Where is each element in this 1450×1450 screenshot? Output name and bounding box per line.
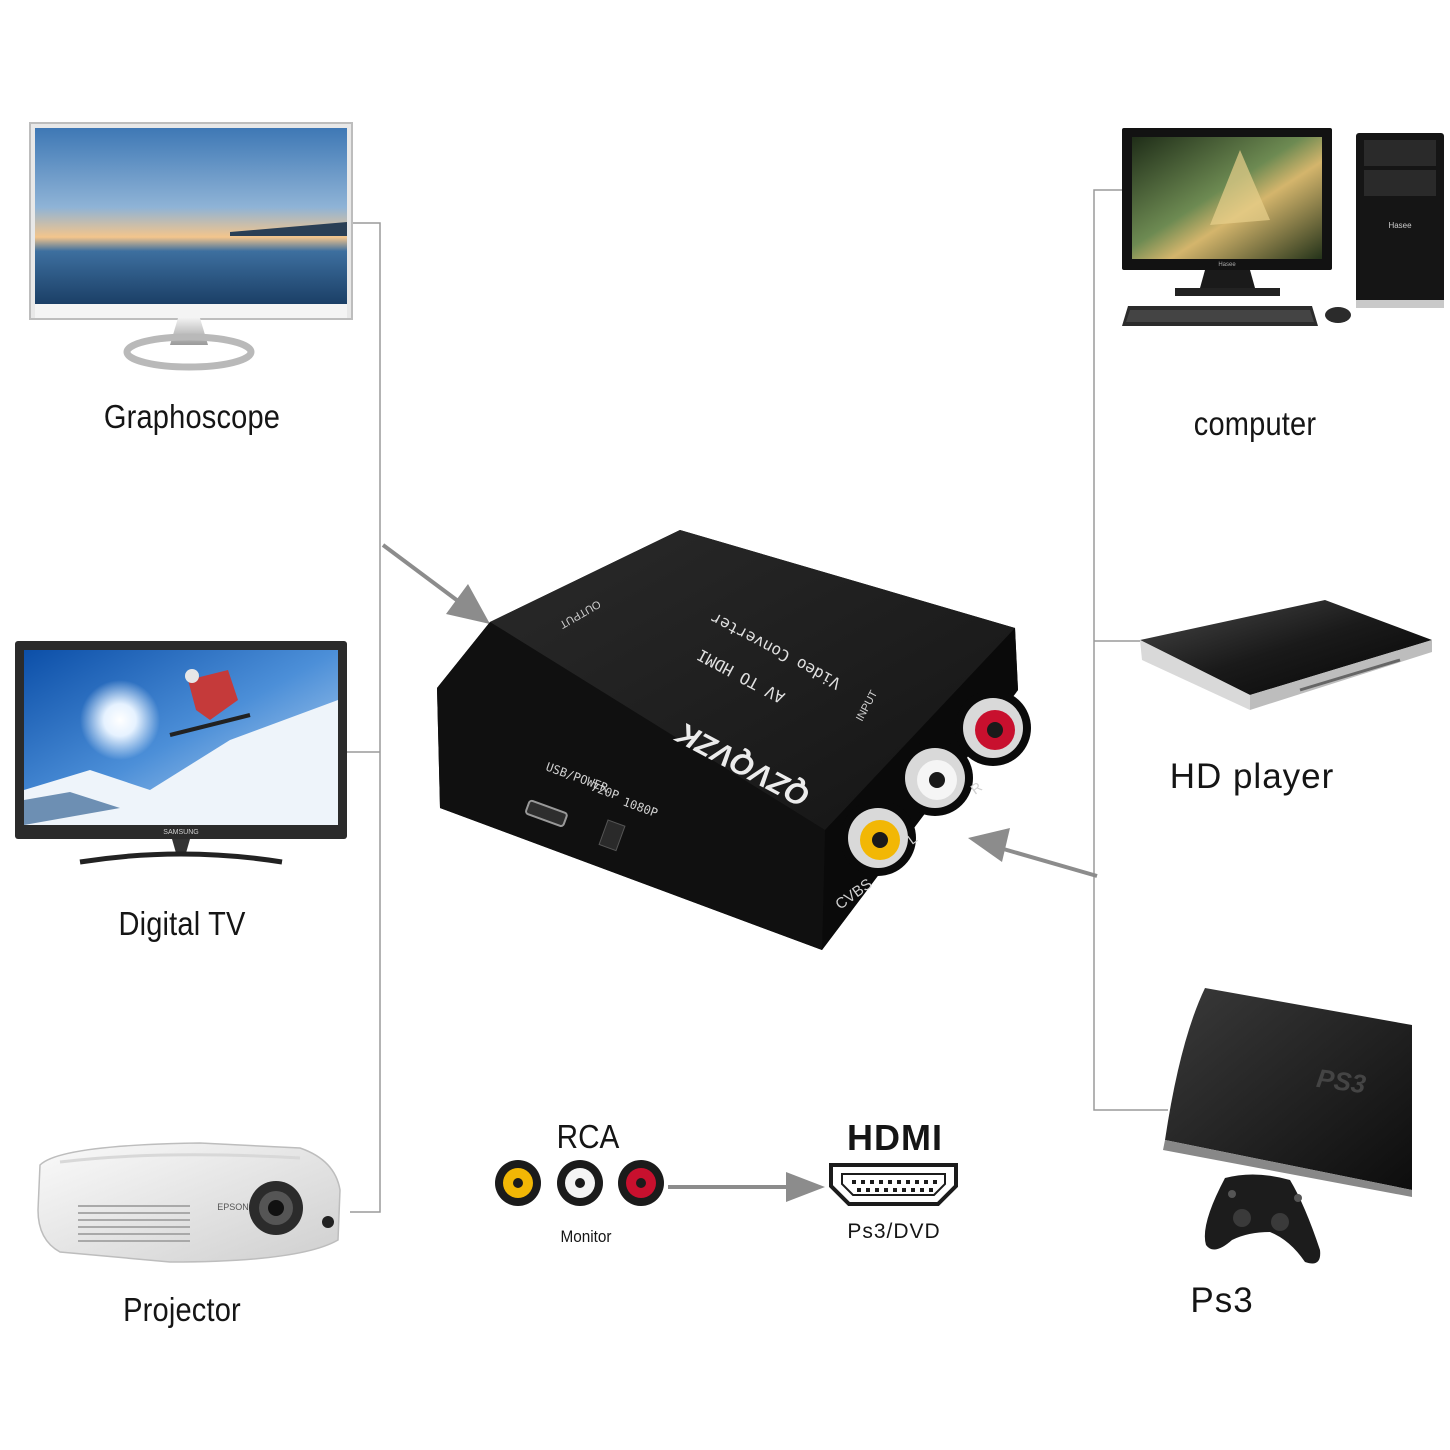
digital-tv-icon: SAMSUNG — [15, 641, 347, 865]
rca-jack-right — [955, 690, 1031, 766]
ps3-console-icon: PS3 — [1163, 988, 1412, 1197]
hdmi-label: HDMI — [847, 1117, 943, 1158]
projector-brand-logo: EPSON — [217, 1202, 249, 1212]
ps3-logo: PS3 — [1315, 1063, 1368, 1100]
ps3-controller-icon — [1204, 1174, 1321, 1264]
projector-label: Projector — [123, 1291, 241, 1328]
graphoscope-icon — [29, 122, 353, 371]
hd-player-label: HD player — [1169, 757, 1335, 796]
tower-brand-logo: Hasee — [1388, 221, 1412, 230]
tv-brand-logo: SAMSUNG — [163, 829, 198, 836]
graphoscope-label: Graphoscope — [103, 398, 281, 435]
hd-player-icon — [1140, 600, 1432, 710]
rca-label: RCA — [556, 1118, 620, 1155]
monitor-brand-logo: Hasee — [1218, 262, 1236, 268]
usb-power-port — [525, 799, 568, 827]
ps3-label: Ps3 — [1190, 1281, 1254, 1320]
rca-to-hdmi-arrow — [668, 1172, 825, 1202]
arrow-to-converter — [381, 543, 490, 624]
monitor-label: Monitor — [560, 1227, 612, 1246]
output-connector-lines — [345, 222, 381, 1213]
rca-connector-icons — [495, 1160, 664, 1206]
computer-icon: Hasee Hasee — [1122, 128, 1444, 326]
av-to-hdmi-converter: USB/POWER 720P 1080P CVBS L R OUTPUT — [437, 530, 1031, 950]
input-connector-lines — [1093, 189, 1168, 1111]
rca-jack-left — [897, 740, 973, 816]
right-channel-label: R — [967, 779, 985, 798]
arrow-from-inputs — [968, 828, 1098, 878]
rca-jack-cvbs — [840, 800, 916, 876]
ps3-dvd-label: Ps3/DVD — [847, 1220, 941, 1243]
computer-label: computer — [1193, 405, 1317, 442]
digital-tv-label: Digital TV — [118, 905, 246, 942]
projector-icon: EPSON — [37, 1142, 341, 1263]
hdmi-port-icon — [829, 1163, 958, 1206]
resolution-switch — [598, 819, 626, 852]
